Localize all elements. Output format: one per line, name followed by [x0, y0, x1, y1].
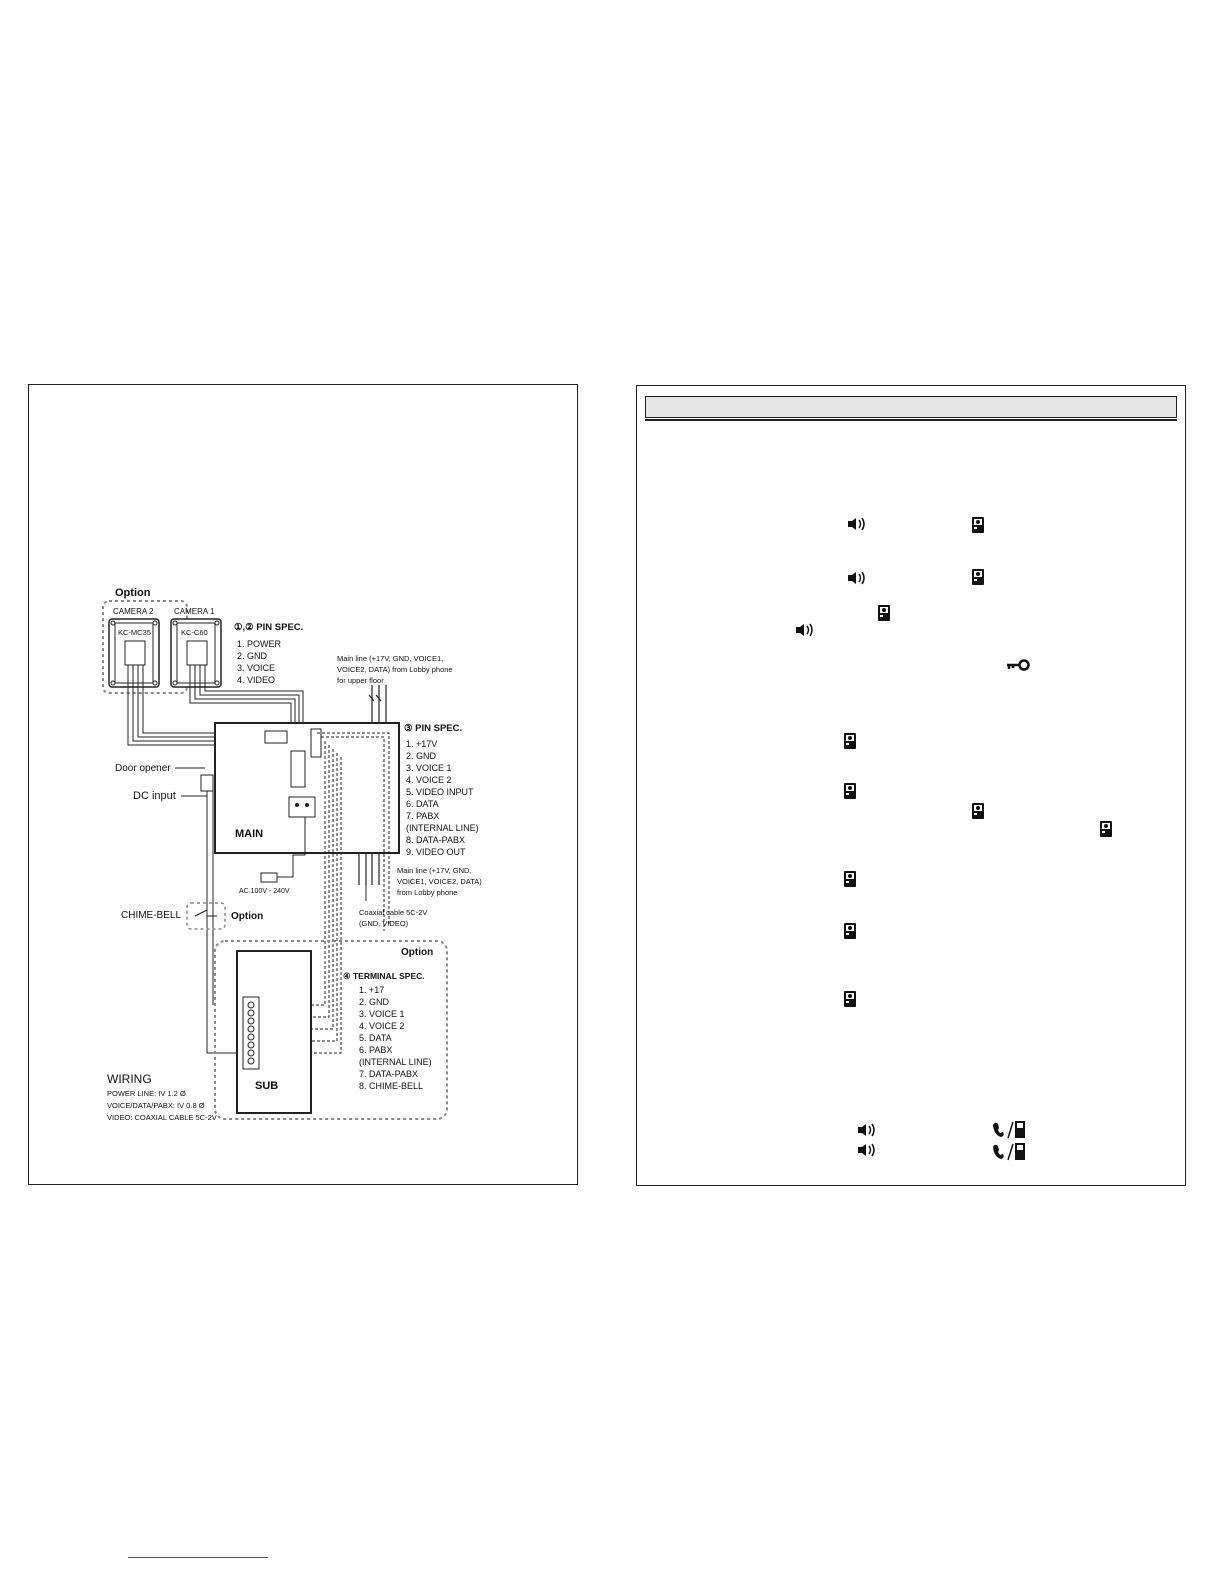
terminal-spec-item: 7. DATA-PABX: [359, 1069, 418, 1079]
monitor-icon: [972, 517, 984, 533]
pin-spec-3-item: 3. VOICE 1: [406, 763, 452, 773]
chime-bell-option-label: Option: [231, 911, 263, 922]
sub-option-frame: [214, 940, 448, 1120]
monitor-icon: [844, 733, 856, 749]
chime-bell-switch: [194, 909, 217, 917]
terminal-spec-item: 8. CHIME-BELL: [359, 1081, 423, 1091]
monitor-icon: [844, 871, 856, 887]
monitor-icon: [878, 605, 890, 621]
terminal-spec-title: ④ TERMINAL SPEC.: [343, 971, 425, 981]
speaker-icon: [848, 517, 865, 531]
dc-input-label: DC input: [133, 790, 176, 802]
pin-spec-12-item: 4. VIDEO: [237, 675, 275, 685]
speaker-icon: [858, 1123, 875, 1137]
ac-plug: [260, 872, 278, 883]
wiring-diagram: Option CAMERA 2 KC-MC35 CAMERA 1 KC-C60 …: [102, 587, 482, 1122]
terminal-spec-item: 6. PABX: [359, 1045, 392, 1055]
chime-bell-option-frame: [186, 902, 226, 930]
main-line-lobby-label: VOICE1, VOICE2, DATA): [397, 877, 482, 886]
sub-option-label: Option: [401, 947, 433, 958]
monitor-icon: [972, 803, 984, 819]
terminal-spec-item: 1. +17: [359, 985, 384, 995]
monitor-icon: [844, 783, 856, 799]
ac-label: AC 100V - 240V: [239, 888, 290, 895]
handset-monitor-icon: [993, 1143, 1025, 1161]
key-icon: [1007, 659, 1030, 671]
main-unit: [214, 722, 400, 854]
speaker-icon: [858, 1143, 875, 1157]
camera2-model: KC-MC35: [118, 628, 151, 637]
sub-unit-label: SUB: [255, 1080, 278, 1092]
main-connector-3: [290, 750, 306, 788]
pin-spec-3-item: 1. +17V: [406, 739, 437, 749]
pin-spec-3-title: ③ PIN SPEC.: [404, 723, 462, 734]
pin-spec-3-item: 8. DATA-PABX: [406, 835, 465, 845]
footer-link-underline[interactable]: [128, 1557, 268, 1558]
section-header-rule: [645, 419, 1177, 421]
monitor-icon: [972, 569, 984, 585]
terminal-spec-item: 4. VOICE 2: [359, 1021, 405, 1031]
terminal-spec-item: (INTERNAL LINE): [359, 1057, 432, 1067]
pin-spec-12-item: 2. GND: [237, 651, 268, 661]
wiring-line: VOICE/DATA/PABX: IV 0.8 Ø: [107, 1101, 205, 1110]
chime-bell-label: CHIME-BELL: [121, 910, 181, 921]
main-line-upper-label: for upper floor: [337, 676, 384, 685]
pin-spec-3-item: 2. GND: [406, 751, 437, 761]
main-line-upper-label: Main line (+17V, GND, VOICE1,: [337, 654, 443, 663]
main-line-lobby-label: Main line (+17V, GND,: [397, 866, 472, 875]
camera2-option-label: Option: [115, 587, 151, 599]
section-header-bar: [645, 396, 1177, 418]
pin-spec-3-item: 6. DATA: [406, 799, 439, 809]
handset-monitor-icon: [993, 1121, 1025, 1139]
pin-spec-12-title: ①,② PIN SPEC.: [234, 622, 303, 633]
coax-label: (GND, VIDEO): [359, 919, 409, 928]
pin-spec-3-item: 7. PABX: [406, 811, 439, 821]
monitor-icon: [1100, 821, 1112, 837]
main-line-lobby-label: from Lobby phone: [397, 888, 457, 897]
camera1-connector: [186, 640, 208, 666]
main-connector-4: [310, 728, 322, 758]
pin-spec-12-item: 1. POWER: [237, 639, 282, 649]
speaker-icon: [796, 623, 813, 637]
pin-spec-12-item: 3. VOICE: [237, 663, 275, 673]
main-line-upper-label: VOICE2, DATA) from Lobby phone: [337, 665, 453, 674]
pin-spec-3-item: 5. VIDEO INPUT: [406, 787, 474, 797]
terminal-spec-item: 3. VOICE 1: [359, 1009, 405, 1019]
coax-label: Coaxial cable 5C-2V: [359, 908, 427, 917]
camera1-inner: [176, 622, 216, 684]
door-opener-label: Door opener: [115, 763, 171, 774]
main-relay: [288, 796, 316, 818]
main-connector-12: [264, 730, 288, 744]
monitor-icon: [844, 991, 856, 1007]
ac-cord: [277, 817, 306, 878]
main-unit-label: MAIN: [235, 828, 263, 840]
camera1-model: KC-C60: [181, 628, 208, 637]
speaker-icon: [848, 571, 865, 585]
camera2-connector: [124, 640, 146, 666]
camera2-inner: [114, 622, 154, 684]
camera1-title: CAMERA 1: [174, 607, 215, 616]
instructions-panel: [636, 385, 1186, 1186]
pin-spec-3-item: (INTERNAL LINE): [406, 823, 479, 833]
camera2-title: CAMERA 2: [113, 607, 154, 616]
wiring-line: VIDEO: COAXIAL CABLE 5C-2V: [107, 1113, 217, 1122]
monitor-icon: [844, 923, 856, 939]
sub-terminal-block: [242, 996, 260, 1070]
wiring-diagram-panel: Option CAMERA 2 KC-MC35 CAMERA 1 KC-C60 …: [28, 384, 578, 1185]
wiring-title: WIRING: [107, 1072, 152, 1086]
pin-spec-3-item: 9. VIDEO OUT: [406, 847, 466, 857]
terminal-spec-item: 5. DATA: [359, 1033, 392, 1043]
sub-terminal-screws: [247, 1001, 255, 1065]
wiring-line: POWER LINE: IV 1.2 Ø: [107, 1089, 186, 1098]
terminal-spec-item: 2. GND: [359, 997, 390, 1007]
pin-spec-3-item: 4. VOICE 2: [406, 775, 452, 785]
